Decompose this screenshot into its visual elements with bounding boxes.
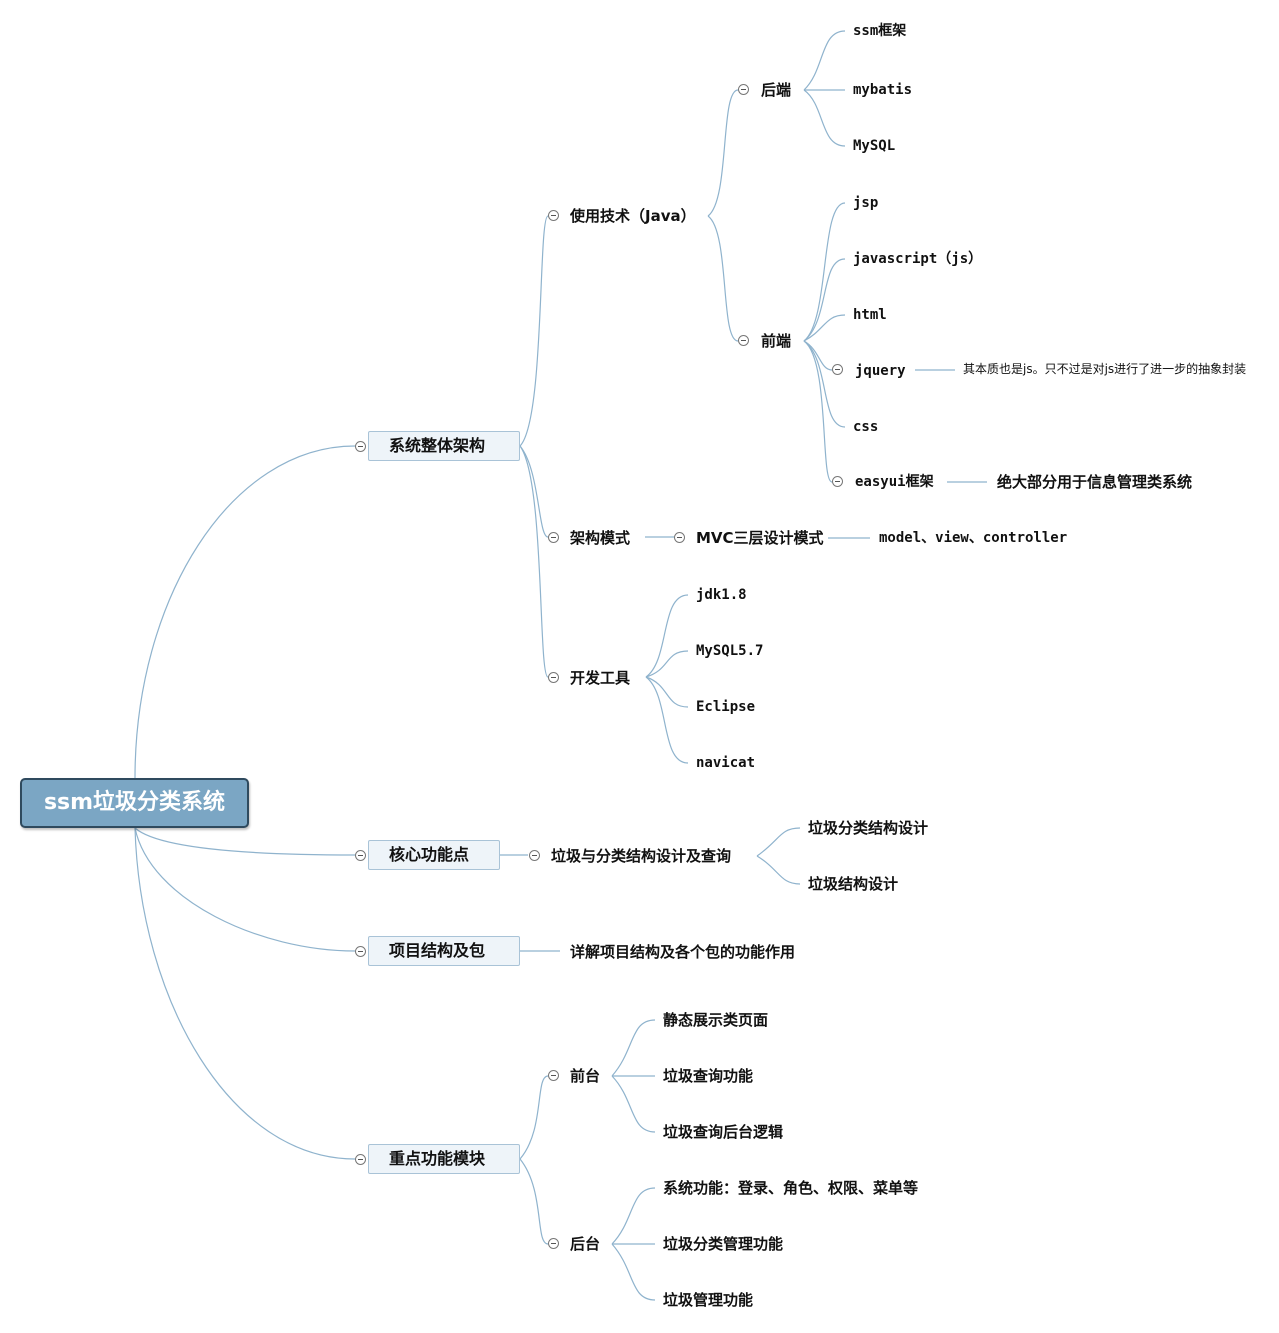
topic-project-child[interactable]: 详解项目结构及各个包的功能作用	[570, 943, 796, 961]
topic-backend[interactable]: 后端	[761, 81, 792, 99]
collapse-icon[interactable]	[548, 532, 559, 543]
collapse-icon[interactable]	[548, 672, 559, 683]
mvc-note[interactable]: model、view、controller	[879, 530, 1068, 546]
back-item[interactable]: 垃圾管理功能	[663, 1291, 754, 1309]
tool-item[interactable]: Eclipse	[696, 699, 756, 715]
frontend-item[interactable]: html	[853, 307, 887, 323]
backend-item[interactable]: MySQL	[853, 138, 896, 154]
front-item[interactable]: 垃圾查询后台逻辑	[663, 1123, 784, 1141]
topic-key-modules[interactable]: 重点功能模块	[368, 1144, 520, 1174]
backend-item[interactable]: ssm框架	[853, 23, 907, 39]
collapse-icon[interactable]	[355, 1154, 366, 1165]
collapse-icon[interactable]	[832, 364, 843, 375]
core-item[interactable]: 垃圾分类结构设计	[808, 819, 929, 837]
collapse-icon[interactable]	[548, 210, 559, 221]
topic-project-structure[interactable]: 项目结构及包	[368, 936, 520, 966]
topic-mvc[interactable]: MVC三层设计模式	[696, 529, 824, 547]
collapse-icon[interactable]	[548, 1070, 559, 1081]
collapse-icon[interactable]	[355, 441, 366, 452]
tool-item[interactable]: jdk1.8	[696, 587, 747, 603]
collapse-icon[interactable]	[674, 532, 685, 543]
front-item[interactable]: 垃圾查询功能	[663, 1067, 754, 1085]
topic-tools[interactable]: 开发工具	[570, 669, 631, 687]
back-item[interactable]: 系统功能：登录、角色、权限、菜单等	[663, 1179, 919, 1197]
collapse-icon[interactable]	[548, 1238, 559, 1249]
collapse-icon[interactable]	[355, 946, 366, 957]
tool-item[interactable]: navicat	[696, 755, 756, 771]
frontend-item[interactable]: css	[853, 419, 879, 435]
topic-frontend[interactable]: 前端	[761, 332, 792, 350]
topic-front[interactable]: 前台	[570, 1067, 601, 1085]
easyui-note[interactable]: 绝大部分用于信息管理类系统	[997, 473, 1193, 491]
root-topic[interactable]: ssm垃圾分类系统	[20, 778, 249, 828]
topic-architecture[interactable]: 系统整体架构	[368, 431, 520, 461]
collapse-icon[interactable]	[355, 850, 366, 861]
back-item[interactable]: 垃圾分类管理功能	[663, 1235, 784, 1253]
front-item[interactable]: 静态展示类页面	[663, 1011, 769, 1029]
jquery-note[interactable]: 其本质也是js。只不过是对js进行了进一步的抽象封装	[963, 362, 1247, 376]
topic-pattern[interactable]: 架构模式	[570, 529, 631, 547]
collapse-icon[interactable]	[832, 476, 843, 487]
topic-core-functions[interactable]: 核心功能点	[368, 840, 500, 870]
frontend-item[interactable]: jquery	[855, 363, 906, 379]
topic-back[interactable]: 后台	[570, 1235, 601, 1253]
frontend-item[interactable]: javascript（js）	[853, 251, 983, 267]
tool-item[interactable]: MySQL5.7	[696, 643, 764, 659]
collapse-icon[interactable]	[529, 850, 540, 861]
topic-core-child[interactable]: 垃圾与分类结构设计及查询	[551, 847, 732, 865]
core-item[interactable]: 垃圾结构设计	[808, 875, 899, 893]
collapse-icon[interactable]	[738, 84, 749, 95]
frontend-item[interactable]: easyui框架	[855, 474, 934, 490]
frontend-item[interactable]: jsp	[853, 195, 879, 211]
topic-tech[interactable]: 使用技术（Java）	[570, 207, 696, 225]
collapse-icon[interactable]	[738, 335, 749, 346]
backend-item[interactable]: mybatis	[853, 82, 913, 98]
